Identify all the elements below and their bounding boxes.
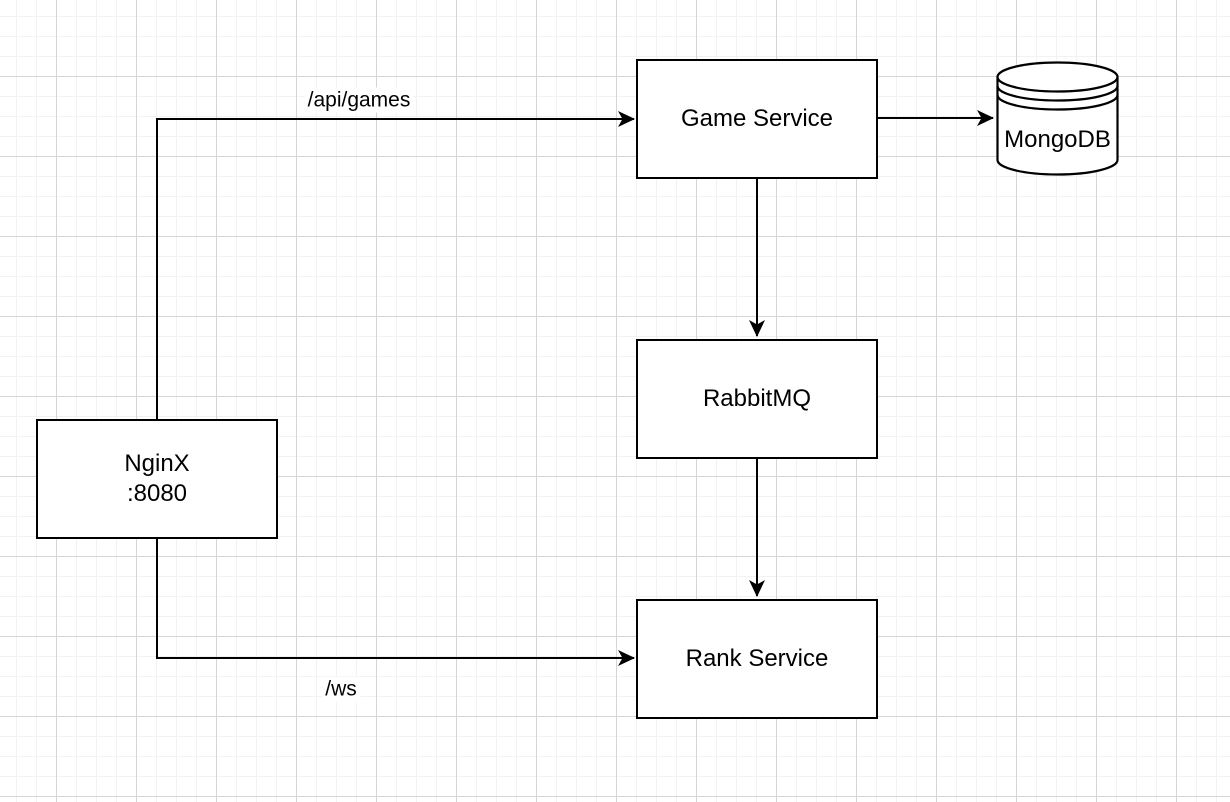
- edge-nginx-to-rank-service[interactable]: [156, 539, 635, 666]
- node-game-service-label: Game Service: [680, 105, 834, 132]
- database-cylinder-icon: [996, 61, 1119, 176]
- node-rabbitmq[interactable]: RabbitMQ: [636, 339, 878, 459]
- node-nginx-label-line1: NginX: [124, 450, 190, 477]
- node-rank-service[interactable]: Rank Service: [636, 599, 878, 719]
- node-rank-service-label: Rank Service: [685, 645, 829, 672]
- edge-label-ws[interactable]: /ws: [322, 676, 360, 702]
- node-rabbitmq-label: RabbitMQ: [702, 385, 812, 412]
- node-nginx-label-line2: :8080: [126, 480, 188, 507]
- node-game-service[interactable]: Game Service: [636, 59, 878, 179]
- node-mongodb-label: MongoDB: [1004, 126, 1111, 153]
- node-mongodb[interactable]: MongoDB: [996, 61, 1119, 176]
- edge-label-api-games[interactable]: /api/games: [304, 87, 414, 113]
- node-nginx[interactable]: NginX :8080: [36, 419, 278, 539]
- edge-nginx-to-game-service[interactable]: [156, 111, 635, 419]
